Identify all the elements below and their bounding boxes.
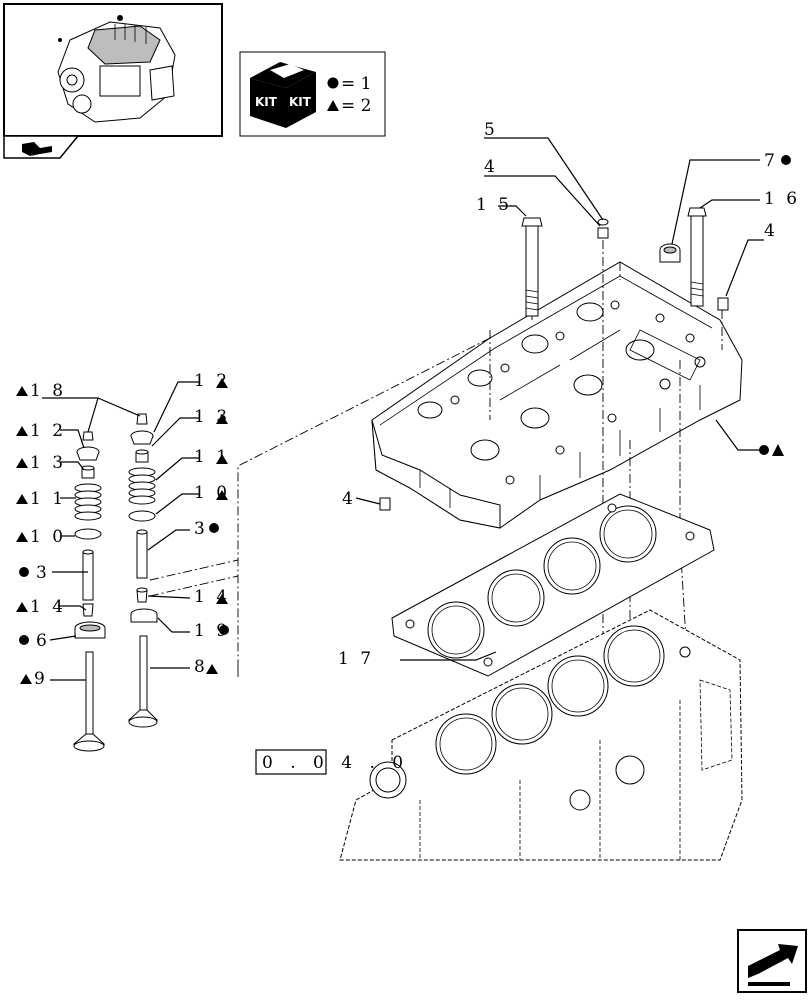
valve-spring-11-left[interactable]: [74, 483, 102, 521]
callout-9: 9: [34, 669, 48, 689]
callout-3-left: 3: [36, 563, 50, 583]
leader-lines: [42, 137, 764, 681]
reference-code: 0 . 0 4 . 0: [262, 753, 409, 773]
callout-7: 7: [764, 151, 778, 171]
marker-13-right-triangle: [216, 414, 228, 424]
cylinder-head-triangle-marker: [772, 444, 784, 456]
callout-3-right: 3: [194, 519, 208, 539]
marker-3-left-circle: [19, 567, 29, 577]
spring-retainer-12-right[interactable]: [130, 430, 154, 445]
callout-8: 8: [194, 657, 208, 677]
collet-18-right[interactable]: [136, 413, 148, 425]
head-bolt-15[interactable]: [521, 217, 543, 317]
callout-4-top: 4: [484, 157, 498, 177]
return-arrow-tab[interactable]: [3, 135, 80, 159]
marker-12-right-triangle: [216, 378, 228, 388]
engine-thumbnail-panel[interactable]: [3, 3, 223, 137]
collet-18-left[interactable]: [82, 431, 94, 441]
kit-label-right: KIT: [289, 95, 312, 109]
cap-7[interactable]: [659, 243, 681, 263]
callout-17: 1 7: [338, 649, 374, 669]
plug-4-top[interactable]: [597, 218, 609, 239]
kit-legend: KIT KIT = 1 = 2: [239, 51, 386, 137]
valve-train-right: [127, 413, 159, 728]
marker-19-circle: [219, 625, 229, 635]
spring-retainer-12-left[interactable]: [76, 446, 100, 461]
return-arrow-icon: [22, 142, 52, 156]
valve-guide-3-left[interactable]: [82, 549, 94, 601]
marker-14-left-triangle: [16, 602, 28, 612]
callout-19: 1 9: [194, 621, 230, 641]
valve-8[interactable]: [127, 635, 159, 728]
marker-13-left-triangle: [16, 458, 28, 468]
callout-14-left: 1 4: [30, 597, 66, 617]
circle-marker-icon: [327, 77, 339, 89]
cylinder-head-ports: [417, 300, 706, 485]
valve-guide-3-right[interactable]: [136, 529, 148, 579]
valve-seat-19[interactable]: [130, 608, 158, 623]
callout-18: 1 8: [30, 381, 66, 401]
marker-11-right-triangle: [216, 454, 228, 464]
spring-seat-10-left[interactable]: [74, 528, 102, 540]
callout-6: 6: [36, 631, 50, 651]
callout-7-circle-marker: [781, 155, 791, 165]
legend-triangle-value: = 2: [341, 96, 371, 116]
valve-9[interactable]: [72, 651, 106, 752]
callout-10-left: 1 0: [30, 527, 66, 547]
marker-10-right-triangle: [216, 490, 228, 500]
seal-13-right[interactable]: [135, 449, 149, 463]
valve-spring-11-right[interactable]: [128, 467, 156, 505]
next-page-arrow-icon: [748, 944, 798, 978]
callout-13-left: 1 3: [30, 453, 66, 473]
engine-block: [339, 609, 743, 861]
projection-line-right: [619, 262, 687, 641]
kit-box-icon: KIT KIT: [250, 62, 316, 128]
callout-15: 1 5: [476, 195, 512, 215]
plug-4-right[interactable]: [717, 297, 729, 311]
triangle-marker-icon: [327, 100, 339, 111]
marker-9-triangle: [20, 674, 32, 684]
next-page-button[interactable]: [737, 929, 807, 993]
callout-12-left: 1 2: [30, 421, 66, 441]
head-gasket-17[interactable]: [391, 493, 715, 677]
marker-10-left-triangle: [16, 532, 28, 542]
kit-label-left: KIT: [255, 95, 278, 109]
marker-8-triangle: [206, 664, 218, 674]
cylinder-head: [371, 261, 743, 529]
engine-thumbnail-icon: [57, 15, 176, 123]
marker-3-right-circle: [209, 523, 219, 533]
projection-line-valve: [149, 559, 239, 680]
callout-16: 1 6: [764, 189, 800, 209]
spring-seat-10-right[interactable]: [128, 510, 156, 522]
plug-4-mid[interactable]: [379, 497, 391, 511]
marker-12-left-triangle: [16, 426, 28, 436]
legend-circle-value: = 1: [341, 74, 371, 94]
seal-13-left[interactable]: [81, 465, 95, 479]
head-bolt-16[interactable]: [687, 207, 707, 307]
callout-4-right: 4: [764, 221, 778, 241]
marker-18-triangle: [16, 386, 28, 396]
reference-code-link[interactable]: 0 . 0 4 . 0: [255, 749, 409, 775]
marker-6-circle: [19, 635, 29, 645]
cotter-14-left[interactable]: [82, 603, 94, 617]
valve-train-left: [72, 431, 106, 752]
marker-11-left-triangle: [16, 494, 28, 504]
cotter-14-right[interactable]: [136, 587, 148, 603]
callout-11-left: 1 1: [30, 489, 66, 509]
callout-5: 5: [484, 120, 498, 140]
cylinder-head-circle-marker: [759, 445, 769, 455]
callout-4-mid: 4: [342, 489, 356, 509]
valve-seat-6[interactable]: [74, 621, 106, 639]
marker-14-right-triangle: [216, 594, 228, 604]
